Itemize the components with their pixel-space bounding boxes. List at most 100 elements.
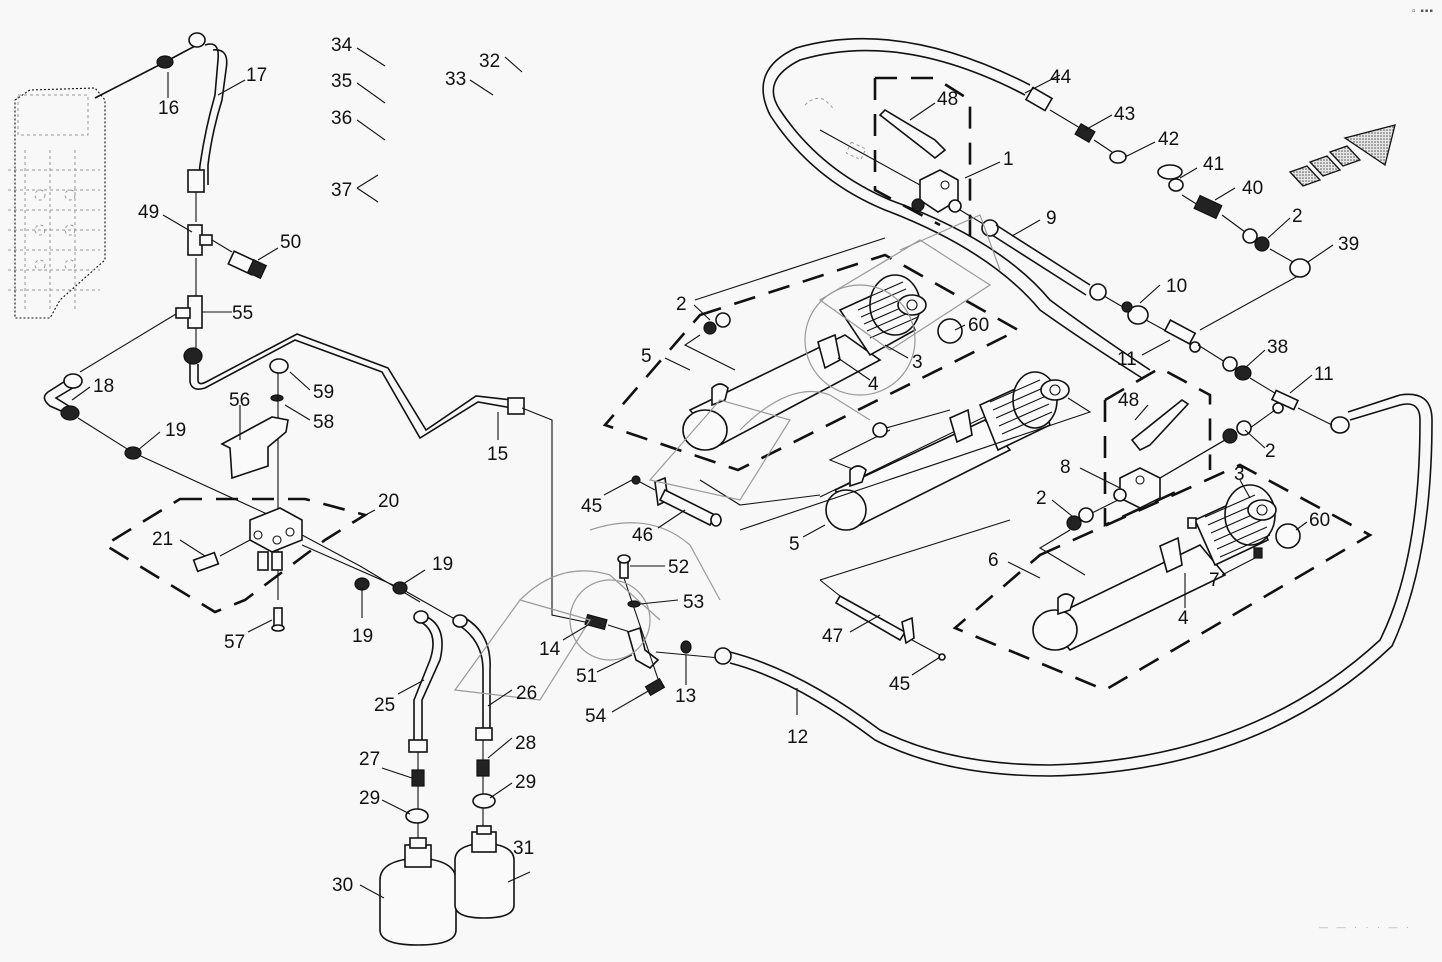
callout-40: 40	[1242, 178, 1263, 199]
callout-47: 47	[822, 626, 843, 647]
assembly-frame-1	[873, 76, 972, 245]
callout-13: 13	[675, 686, 696, 707]
callout-29: 29	[359, 788, 380, 809]
control-valve-block	[8, 87, 106, 319]
callout-labels: 34 35 36 37 32 33 16 17 49 50 55 18 19 5…	[93, 35, 1359, 896]
assembly-frame-20	[102, 497, 369, 614]
tee-fitting-49	[187, 224, 268, 280]
callout-51: 51	[576, 666, 597, 687]
callout-19: 19	[165, 420, 186, 441]
callout-11: 11	[1117, 349, 1137, 370]
callout-60: 60	[1309, 510, 1330, 531]
callout-41: 41	[1203, 154, 1224, 175]
callout-42: 42	[1158, 129, 1179, 150]
tube-15	[183, 333, 525, 440]
dust-cap-42	[1109, 150, 1127, 164]
callout-45: 45	[581, 496, 602, 517]
tube-18	[43, 373, 83, 421]
fitting-16	[156, 55, 174, 69]
tube-25	[408, 610, 443, 753]
callout-7: 7	[1209, 570, 1220, 591]
watermark	[453, 214, 1001, 701]
callout-35: 35	[331, 71, 352, 92]
callout-17: 17	[246, 65, 267, 86]
forward-direction-arrow	[1288, 124, 1396, 187]
hydraulic-cylinder-6	[1032, 484, 1277, 651]
callout-43: 43	[1114, 104, 1135, 125]
callout-14: 14	[539, 639, 561, 660]
callout-1: 1	[1003, 149, 1014, 170]
bracket-56	[220, 416, 289, 480]
accumulator-30	[379, 837, 457, 946]
callout-37: 37	[331, 180, 352, 201]
assembly-frame-6	[952, 463, 1373, 692]
callout-2: 2	[676, 294, 687, 315]
adapter-10	[1121, 301, 1149, 325]
bleed-screw-7	[1253, 547, 1263, 559]
callout-32: 32	[479, 51, 500, 72]
callout-30: 30	[332, 875, 353, 896]
pin-46	[654, 476, 722, 527]
hose-12	[714, 393, 1433, 777]
dust-cap-60b	[1275, 523, 1301, 549]
callout-20: 20	[378, 491, 399, 512]
viewer-toolbar-menu[interactable]: ▫ ▪▪▪	[1412, 6, 1434, 17]
dust-cap-60a	[937, 318, 963, 344]
fitting-21	[192, 551, 220, 573]
callout-54: 54	[585, 706, 607, 727]
callout-3: 3	[1234, 464, 1245, 485]
assembly-frame-8	[1103, 366, 1212, 528]
distribution-block-20	[249, 507, 303, 571]
callout-25: 25	[374, 695, 395, 716]
callout-44: 44	[1050, 67, 1072, 88]
callout-9: 9	[1046, 208, 1057, 229]
callout-6: 6	[988, 550, 999, 571]
lever-48b	[1130, 399, 1190, 452]
callout-27: 27	[359, 749, 380, 770]
pin-47	[834, 594, 915, 645]
dust-cap-41	[1157, 164, 1184, 192]
hydraulic-cylinder-5-lower	[825, 371, 1070, 531]
hose-end-5	[872, 409, 951, 438]
callout-4: 4	[1178, 608, 1189, 629]
callout-26: 26	[516, 683, 537, 704]
callout-49: 49	[138, 202, 159, 223]
washer-53	[627, 600, 641, 608]
callout-39: 39	[1338, 234, 1359, 255]
callout-2: 2	[1265, 441, 1276, 462]
callout-15: 15	[487, 444, 508, 465]
fitting-28	[476, 759, 490, 777]
callout-36: 36	[331, 108, 352, 129]
callout-52: 52	[668, 557, 689, 578]
callout-3: 3	[912, 352, 923, 373]
callout-11: 11	[1314, 364, 1334, 385]
callout-45: 45	[889, 674, 910, 695]
callout-18: 18	[93, 376, 114, 397]
callout-19: 19	[432, 554, 453, 575]
callout-21: 21	[152, 529, 173, 550]
nut-29	[472, 793, 496, 809]
hose-9	[981, 219, 1107, 301]
lock-washer-45a	[631, 475, 641, 485]
callout-10: 10	[1166, 276, 1187, 297]
callout-2: 2	[1292, 206, 1303, 227]
document-number: — — · · · — ·	[1319, 922, 1412, 932]
nut-2d	[1066, 507, 1094, 531]
lever-48	[878, 108, 947, 160]
hydraulic-cylinder-5-upper	[682, 274, 927, 451]
callout-34: 34	[331, 35, 353, 56]
callout-5: 5	[789, 534, 800, 555]
shutoff-valve-8	[1113, 467, 1161, 509]
hose-17	[187, 32, 228, 193]
callout-55: 55	[232, 303, 253, 324]
hose-44	[762, 37, 1151, 379]
callout-2: 2	[1036, 488, 1047, 509]
washer-13	[680, 640, 692, 654]
callout-59: 59	[313, 382, 334, 403]
nut-2	[1242, 228, 1270, 252]
tee-11	[1163, 319, 1201, 353]
callout-46: 46	[632, 525, 653, 546]
fitting-19	[392, 581, 408, 595]
tee-fitting-55	[175, 295, 203, 329]
callout-50: 50	[280, 232, 301, 253]
